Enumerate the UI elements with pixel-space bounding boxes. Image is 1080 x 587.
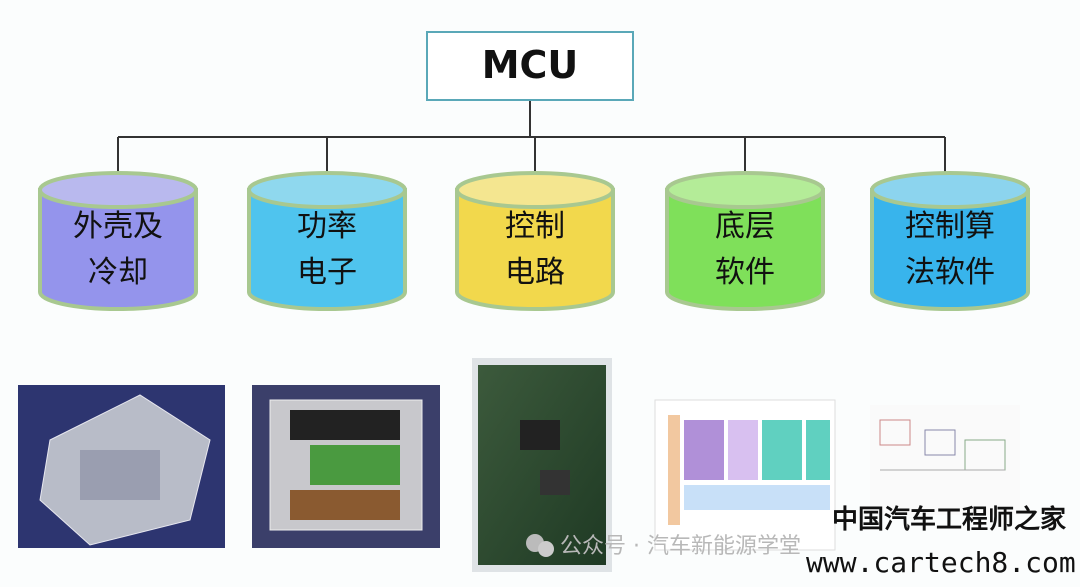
connectors bbox=[117, 100, 946, 176]
component-label: 功率 bbox=[297, 209, 357, 244]
component-label: 软件 bbox=[715, 255, 775, 290]
component-label: 控制算 bbox=[905, 209, 995, 244]
control-board-image bbox=[472, 358, 612, 572]
wechat-watermark: 公众号 · 汽车新能源学堂 bbox=[560, 534, 801, 559]
cylinder-body bbox=[455, 188, 615, 311]
site-watermark-url: www.cartech8.com bbox=[806, 546, 1076, 579]
cylinder-body bbox=[665, 188, 825, 311]
component-label: 冷却 bbox=[88, 255, 148, 290]
component-label: 电子 bbox=[297, 255, 357, 290]
component-label: 控制 bbox=[505, 209, 565, 244]
component-label: 电路 bbox=[505, 255, 565, 290]
control-algorithm-image bbox=[870, 405, 1020, 515]
base-software-image bbox=[654, 399, 836, 551]
mcu-label: MCU bbox=[482, 43, 579, 87]
component-label: 外壳及 bbox=[73, 209, 163, 244]
cylinder-body bbox=[38, 188, 198, 311]
watermark: 公众号 · 汽车新能源学堂 中国汽车工程师之家 www.cartech8.com bbox=[526, 504, 1076, 579]
cylinder-top bbox=[665, 171, 825, 209]
component-label: 底层 bbox=[715, 209, 775, 244]
power-electronics-image bbox=[252, 385, 440, 548]
cylinder-top bbox=[38, 171, 198, 209]
component-label: 法软件 bbox=[905, 255, 995, 290]
housing-image bbox=[18, 385, 225, 548]
cylinder-body bbox=[870, 188, 1030, 311]
site-watermark-cn: 中国汽车工程师之家 bbox=[832, 504, 1066, 535]
cylinder-top bbox=[455, 171, 615, 209]
cylinder-top bbox=[870, 171, 1030, 209]
cylinder-body bbox=[247, 188, 407, 311]
mcu-box: MCU bbox=[426, 31, 634, 101]
cylinder-top bbox=[247, 171, 407, 209]
